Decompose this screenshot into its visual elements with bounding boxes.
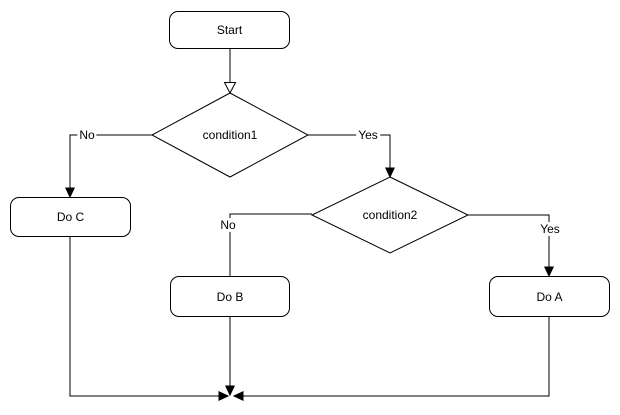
start-node: Start	[169, 11, 290, 49]
edge-label-condition1-yes: Yes	[356, 128, 380, 142]
edge-line	[243, 317, 550, 397]
condition2-diamond	[310, 176, 470, 254]
solid-arrowhead	[225, 385, 235, 397]
condition1-label: condition1	[202, 128, 258, 142]
solid-arrowhead	[385, 167, 395, 179]
edge-label-condition2-yes: Yes	[538, 222, 562, 236]
edge-do-a-to-merge	[232, 317, 550, 401]
solid-arrowhead	[65, 187, 75, 199]
solid-arrowhead	[544, 266, 554, 278]
edge-line	[308, 134, 391, 168]
edge-start-to-condition1	[223, 49, 237, 95]
edge-line	[69, 237, 219, 397]
do-c-node: Do C	[10, 197, 131, 237]
edge-line	[69, 134, 152, 188]
edge-condition1-to-condition2	[308, 134, 395, 179]
edge-do-c-to-merge	[69, 237, 230, 401]
do-a-node-label: Do A	[536, 289, 563, 304]
condition1-diamond	[150, 92, 310, 178]
condition2-label: condition2	[362, 208, 418, 222]
edge-condition1-to-do-c	[65, 134, 152, 199]
do-b-node-label: Do B	[216, 289, 244, 304]
solid-arrowhead	[232, 391, 244, 401]
edge-line	[229, 213, 312, 276]
do-c-node-label: Do C	[56, 210, 85, 224]
start-node-label: Start	[216, 23, 243, 37]
edge-label-condition2-no: No	[218, 218, 238, 232]
edge-line	[468, 214, 550, 267]
edge-label-condition1-no: No	[77, 128, 97, 142]
edge-do-b-to-merge	[225, 317, 235, 397]
open-triangle-arrowhead	[223, 82, 237, 95]
edge-condition2-to-do-a	[468, 214, 554, 278]
do-a-node: Do A	[489, 276, 610, 317]
solid-arrowhead	[218, 391, 230, 401]
do-b-node: Do B	[170, 276, 290, 317]
edge-condition2-to-do-b	[229, 213, 312, 276]
